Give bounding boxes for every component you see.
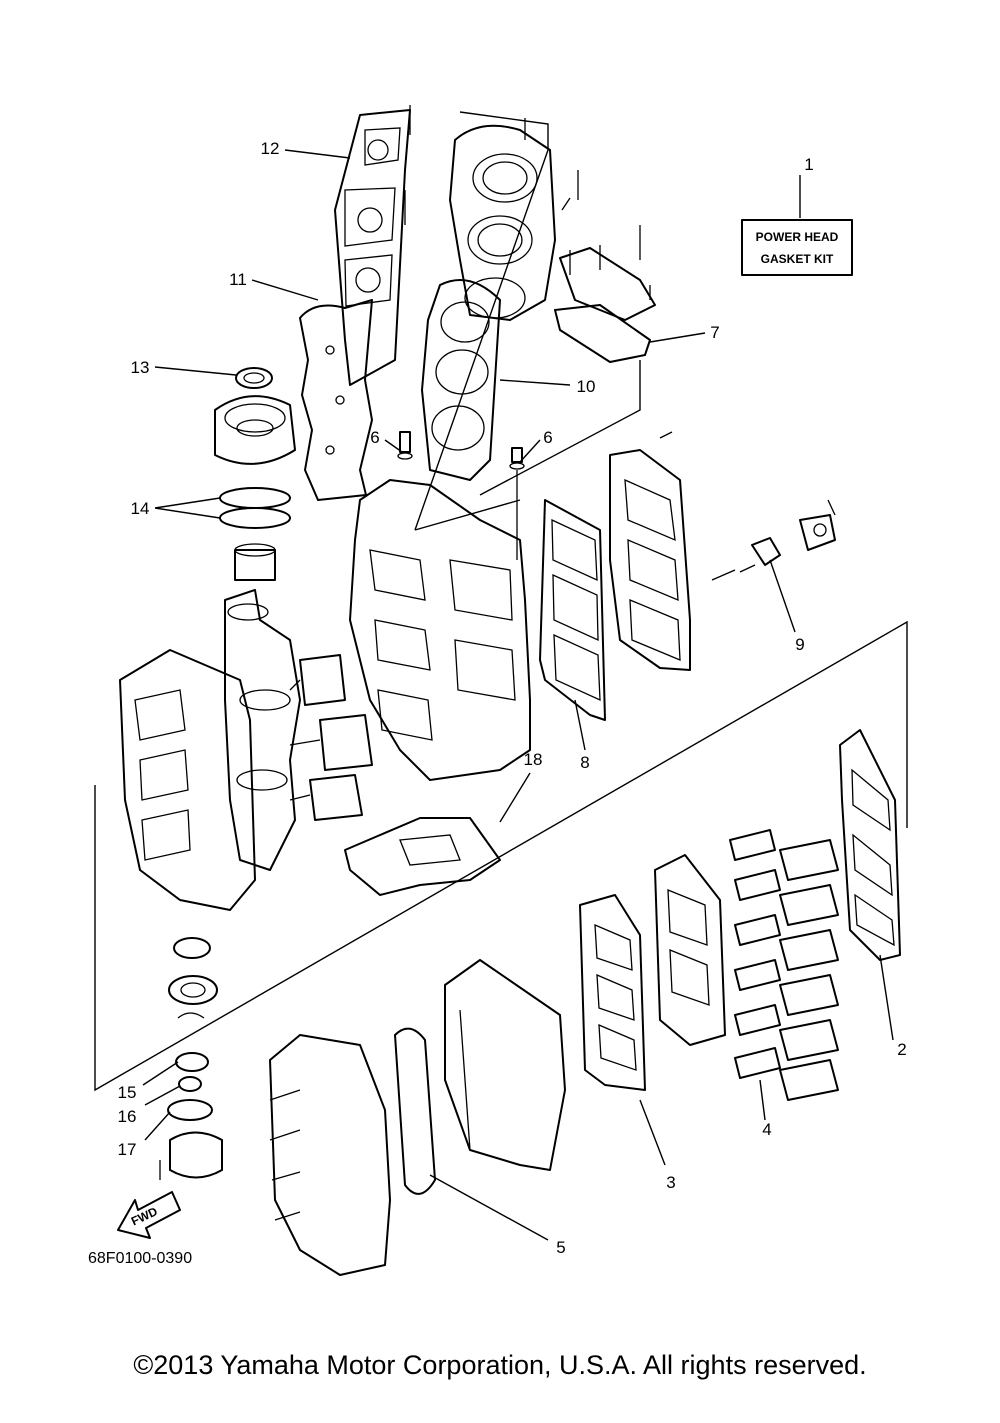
callout-12: 12 [261,139,280,158]
air-box-part [444,959,566,1171]
callout-6-right: 6 [543,428,552,447]
reed-gasket-part [579,894,646,1091]
o-ring-17-part [167,1099,213,1121]
kit-label-line-1: POWER HEAD [756,230,839,244]
bolt-washer-left [397,431,413,460]
exhaust-cover-part [334,105,411,386]
crankcase-part [119,649,256,911]
callout-10: 10 [577,377,596,396]
callout-11: 11 [229,270,247,289]
callout-14: 14 [131,499,150,518]
lower-group-outline [94,620,908,1092]
kit-label-line-2: GASKET KIT [761,252,834,266]
reed-gasket-right-part [839,729,901,961]
bushing-part [234,543,276,581]
o-rings-part [219,487,291,529]
callout-17: 17 [118,1140,137,1159]
intake-gasket-part [539,499,606,721]
callout-6-left: 6 [370,428,379,447]
lower-bearing-part [168,937,218,1019]
upper-bearing-housing-part [214,395,296,465]
seal-15-part [175,1052,209,1072]
callout-13: 13 [131,358,150,377]
cylinder-block-part [349,479,531,781]
diagram-part-number: 68F0100-0390 [88,1250,192,1267]
thermostat-cover-part [554,225,656,363]
silencer-cover-part [269,1027,436,1276]
callout-16: 16 [118,1107,137,1126]
exploded-parts-diagram: POWER HEAD GASKET KIT [88,105,908,1276]
exhaust-gasket-part [299,299,373,501]
forward-arrow-icon: FWD [117,1191,181,1239]
reed-valves-part [729,829,839,1101]
callout-9: 9 [795,635,804,654]
callout-18: 18 [524,750,543,769]
oil-seal-part [235,367,273,389]
thermostat-part [711,499,836,581]
callout-4: 4 [762,1120,771,1139]
bottom-gasket-part [344,817,501,896]
callout-1: 1 [804,155,813,174]
cylinder-head-group-outline [414,111,641,531]
bolt-washer-right [509,447,525,560]
cylinder-head-part [449,118,579,321]
callout-3: 3 [666,1173,675,1192]
callout-8: 8 [580,753,589,772]
gasket-kit-box: POWER HEAD GASKET KIT [741,219,853,276]
callout-15: 15 [118,1083,137,1102]
copyright-notice: ©2013 Yamaha Motor Corporation, U.S.A. A… [133,1350,867,1380]
callout-7: 7 [710,323,719,342]
intake-manifold-part [609,431,691,671]
callout-2: 2 [897,1040,906,1059]
leader-lines [142,149,894,1241]
head-gasket-part [421,279,501,481]
reed-plate-part [654,854,726,1046]
end-cap-part [159,1131,223,1180]
crankshaft-part [224,589,301,871]
callout-5: 5 [556,1238,565,1257]
pistons-part [289,654,373,821]
fwd-label: FWD [129,1204,160,1228]
seal-16-part [178,1076,202,1092]
